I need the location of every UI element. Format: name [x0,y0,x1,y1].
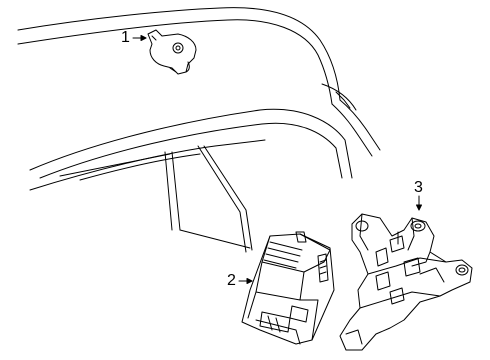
arrowhead-2 [246,278,253,284]
part-3-bracket [339,213,473,351]
leader-arrows [132,35,422,284]
callout-2: 2 [227,272,236,289]
part-2-control-module [241,231,335,345]
callout-3: 3 [414,179,423,196]
arrowhead-3 [416,204,422,211]
window-outline [29,108,353,253]
callout-1: 1 [121,29,130,46]
part-1-sensor [147,29,197,75]
vehicle-body-outline [17,7,381,157]
arrowhead-1 [140,35,147,41]
